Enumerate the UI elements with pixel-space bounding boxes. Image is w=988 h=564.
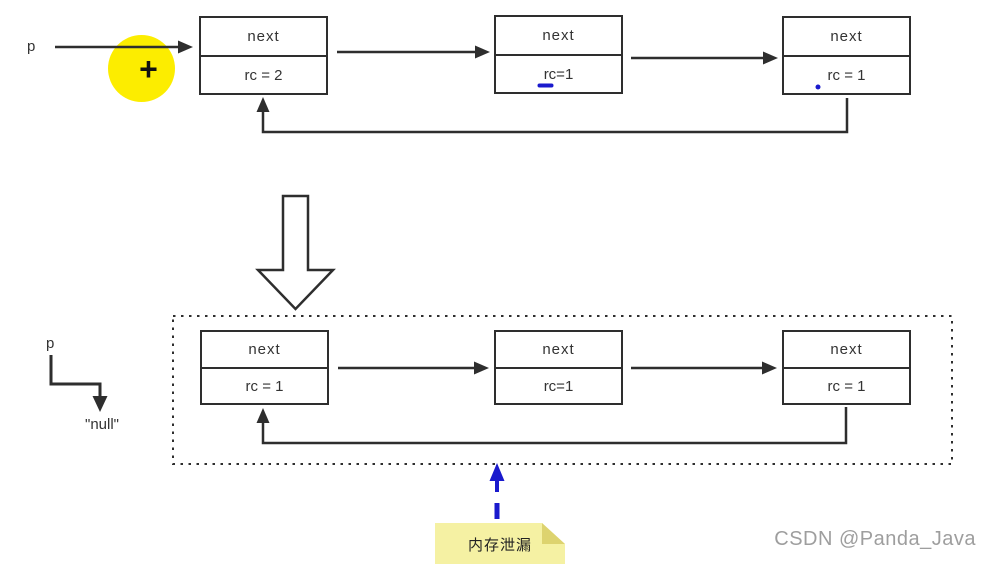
top-node-2: next rc=1 — [494, 15, 623, 94]
bottom-node-2-rc-field: rc=1 — [543, 377, 574, 395]
bottom-node-1-rc-field: rc = 1 — [245, 377, 284, 395]
blue-dashed-arrow-up — [489, 463, 505, 519]
arrow-top-node-1-to-2 — [337, 45, 490, 59]
bottom-node-1: next rc = 1 — [200, 330, 329, 405]
top-node-1: next rc = 2 — [199, 16, 328, 95]
note-fold-corner-icon — [542, 523, 565, 544]
bottom-node-2-next-field: next — [496, 332, 621, 369]
pointer-p-label-top: p — [27, 38, 36, 55]
top-node-1-next-field: next — [201, 18, 326, 57]
bottom-node-3: next rc = 1 — [782, 330, 911, 405]
plus-icon: + — [139, 50, 158, 87]
top-node-2-next-field: next — [496, 17, 621, 56]
big-down-arrow — [255, 194, 336, 311]
bottom-node-3-next-field: next — [784, 332, 909, 369]
bottom-node-2: next rc=1 — [494, 330, 623, 405]
top-node-3-next-field: next — [784, 18, 909, 57]
arrow-top-loopback — [256, 97, 849, 134]
arrow-p-to-null — [49, 355, 108, 412]
bottom-node-3-rc-field: rc = 1 — [827, 377, 866, 395]
memory-leak-note-text: 内存泄漏 — [467, 537, 532, 554]
top-node-2-rc-field: rc=1 — [543, 65, 574, 83]
arrow-bottom-node-2-to-3 — [631, 361, 777, 375]
arrow-top-node-2-to-3 — [631, 51, 778, 65]
null-label: "null" — [85, 416, 119, 433]
pointer-p-label-bottom: p — [46, 335, 55, 352]
top-node-3: next rc = 1 — [782, 16, 911, 95]
bottom-node-1-next-field: next — [202, 332, 327, 369]
arrow-bottom-node-1-to-2 — [338, 361, 489, 375]
highlight-circle: + — [108, 35, 175, 102]
top-node-3-rc-field: rc = 1 — [827, 66, 866, 84]
watermark-text: CSDN @Panda_Java — [774, 528, 976, 550]
top-node-1-rc-field: rc = 2 — [244, 66, 283, 84]
arrow-bottom-loopback — [256, 407, 848, 445]
